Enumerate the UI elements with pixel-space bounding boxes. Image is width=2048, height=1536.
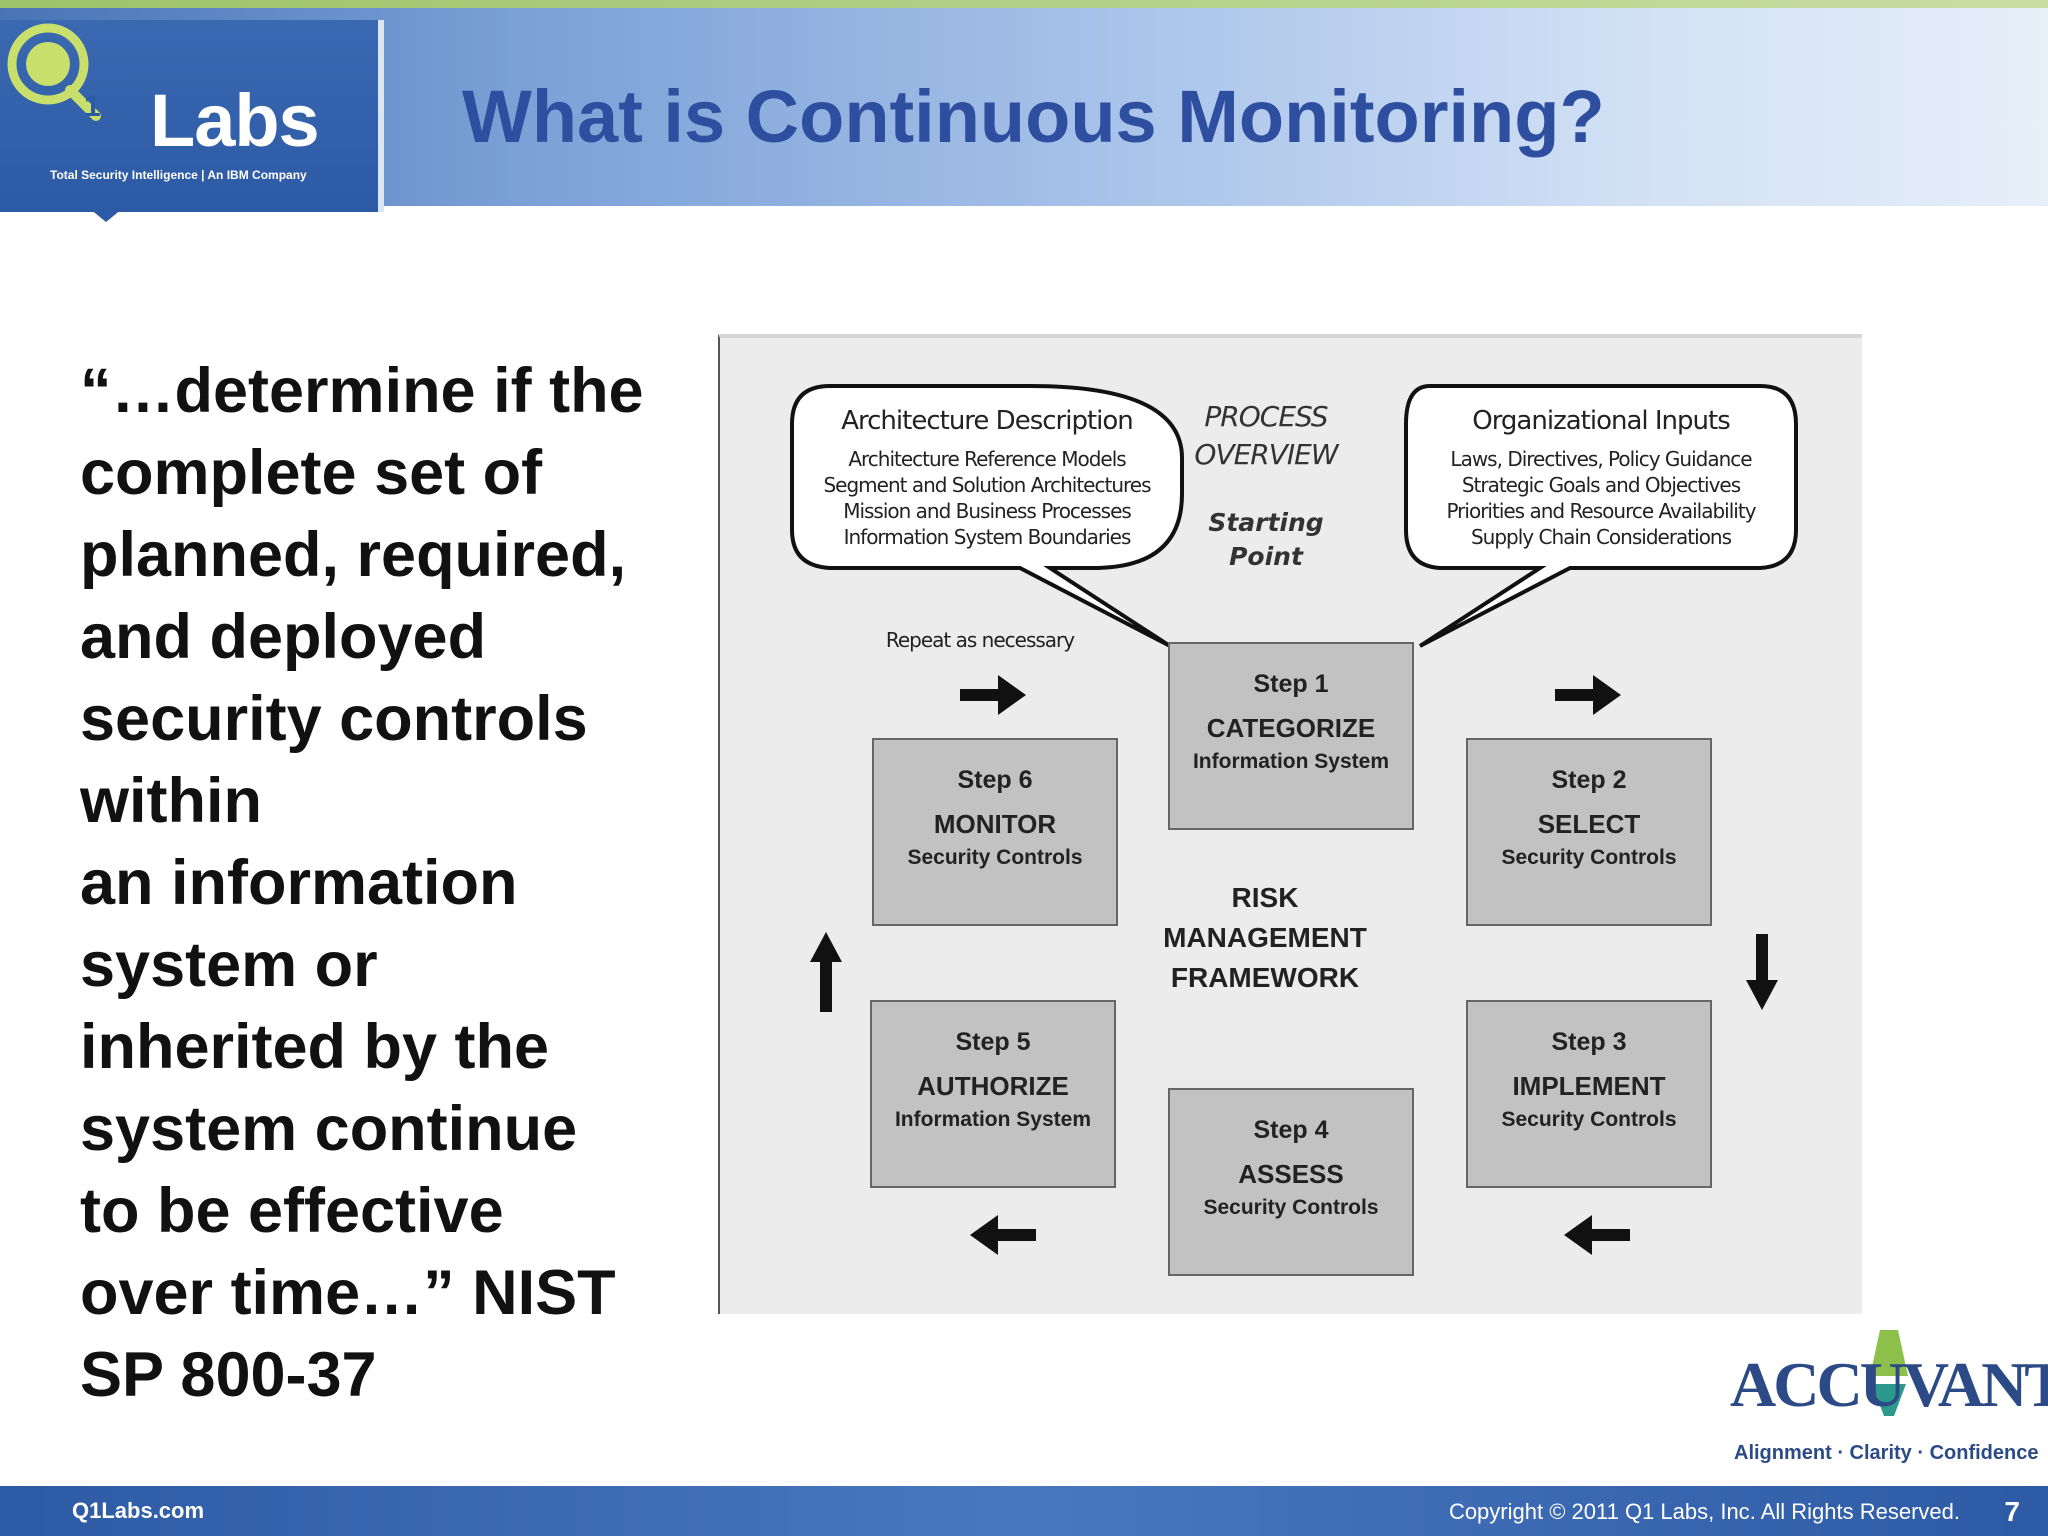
step-subtitle: Security Controls xyxy=(1203,1196,1379,1219)
step-name: MONITOR xyxy=(933,809,1057,839)
architecture-title: Architecture Description xyxy=(841,406,1134,436)
organizational-line: Supply Chain Considerations xyxy=(1470,525,1732,549)
architecture-callout-bubble xyxy=(790,384,1184,648)
arrow-right-top-left-icon xyxy=(960,675,1026,715)
organizational-inputs: Organizational Inputs Laws, Directives, … xyxy=(1416,406,1786,550)
step-name: ASSESS xyxy=(1238,1159,1344,1189)
architecture-line: Architecture Reference Models xyxy=(848,447,1126,471)
logo-digit: 1 xyxy=(84,90,101,123)
rmf-diagram: Architecture Description Architecture Re… xyxy=(718,334,1862,1314)
slide-header: 1 Labs Total Security Intelligence | An … xyxy=(0,8,2048,212)
footer-site-link[interactable]: Q1Labs.com xyxy=(72,1498,205,1523)
architecture-line: Segment and Solution Architectures xyxy=(823,473,1151,497)
step-name: SELECT xyxy=(1537,809,1641,839)
step-2-select: Step 2 SELECT Security Controls xyxy=(1466,738,1712,926)
process-overview-label: PROCESS OVERVIEW xyxy=(1194,400,1338,471)
architecture-line: Information System Boundaries xyxy=(843,525,1132,549)
starting-point-label: Starting Point xyxy=(1208,508,1324,571)
logo-notch xyxy=(84,204,128,222)
callouts-and-arrows xyxy=(790,384,1798,1255)
arrow-right-top-right-icon xyxy=(1555,675,1621,715)
step-5-authorize: Step 5 AUTHORIZE Information System xyxy=(870,1000,1116,1188)
nist-quote: “…determine if the complete set of plann… xyxy=(80,356,644,1410)
accuvant-emblem-icon xyxy=(1870,1330,1908,1416)
rmf-center-label: RISK MANAGEMENT FRAMEWORK xyxy=(1163,882,1367,993)
step-4-assess: Step 4 ASSESS Security Controls xyxy=(1168,1088,1414,1276)
step-subtitle: Information System xyxy=(894,1108,1092,1131)
slide-footer: Q1Labs.com Copyright © 2011 Q1 Labs, Inc… xyxy=(0,1486,2048,1536)
logo-text: Labs xyxy=(150,79,320,162)
step-number: Step 4 xyxy=(1253,1116,1329,1144)
organizational-line: Strategic Goals and Objectives xyxy=(1461,473,1741,497)
arrow-left-bottom-left-icon xyxy=(970,1215,1036,1255)
logo-tagline: Total Security Intelligence | An IBM Com… xyxy=(50,168,307,182)
step-1-categorize: Step 1 CATEGORIZE Information System xyxy=(1168,642,1414,830)
step-number: Step 5 xyxy=(955,1028,1031,1056)
arrow-left-bottom-right-icon xyxy=(1564,1215,1630,1255)
step-6-monitor: Step 6 MONITOR Security Controls xyxy=(872,738,1118,926)
q1labs-logo: 1 Labs Total Security Intelligence | An … xyxy=(0,20,378,212)
organizational-callout-bubble xyxy=(1404,384,1798,648)
step-name: IMPLEMENT xyxy=(1512,1071,1666,1101)
page-title: What is Continuous Monitoring? xyxy=(462,75,1605,158)
footer-copyright: Copyright © 2011 Q1 Labs, Inc. All Right… xyxy=(1448,1499,1960,1524)
accuvant-tagline: Alignment · Clarity · Confidence xyxy=(1734,1442,2039,1464)
step-number: Step 1 xyxy=(1253,670,1329,698)
arrow-up-left-icon xyxy=(810,932,842,1012)
organizational-line: Priorities and Resource Availability xyxy=(1446,499,1756,523)
architecture-line: Mission and Business Processes xyxy=(843,499,1132,523)
step-name: CATEGORIZE xyxy=(1206,713,1376,743)
top-accent-line xyxy=(0,0,2048,8)
step-3-implement: Step 3 IMPLEMENT Security Controls xyxy=(1466,1000,1712,1188)
step-number: Step 6 xyxy=(957,766,1033,794)
step-name: AUTHORIZE xyxy=(917,1071,1069,1101)
step-subtitle: Security Controls xyxy=(907,846,1083,869)
page-number: 7 xyxy=(2004,1496,2020,1527)
step-number: Step 3 xyxy=(1551,1028,1627,1056)
accuvant-logo: ACCUVANT Alignment · Clarity · Confidenc… xyxy=(1722,1318,2048,1478)
step-subtitle: Information System xyxy=(1192,750,1390,773)
logo-divider xyxy=(378,20,384,212)
organizational-title: Organizational Inputs xyxy=(1472,406,1731,436)
arrow-down-right-icon xyxy=(1746,934,1778,1010)
repeat-label: Repeat as necessary xyxy=(885,628,1075,652)
architecture-description: Architecture Description Architecture Re… xyxy=(802,406,1172,550)
step-subtitle: Security Controls xyxy=(1501,846,1677,869)
q1-circle-icon xyxy=(7,23,101,121)
organizational-line: Laws, Directives, Policy Guidance xyxy=(1450,447,1752,471)
step-number: Step 2 xyxy=(1551,766,1627,794)
accuvant-name: ACCUVANT xyxy=(1730,1349,2048,1420)
step-subtitle: Security Controls xyxy=(1501,1108,1677,1131)
